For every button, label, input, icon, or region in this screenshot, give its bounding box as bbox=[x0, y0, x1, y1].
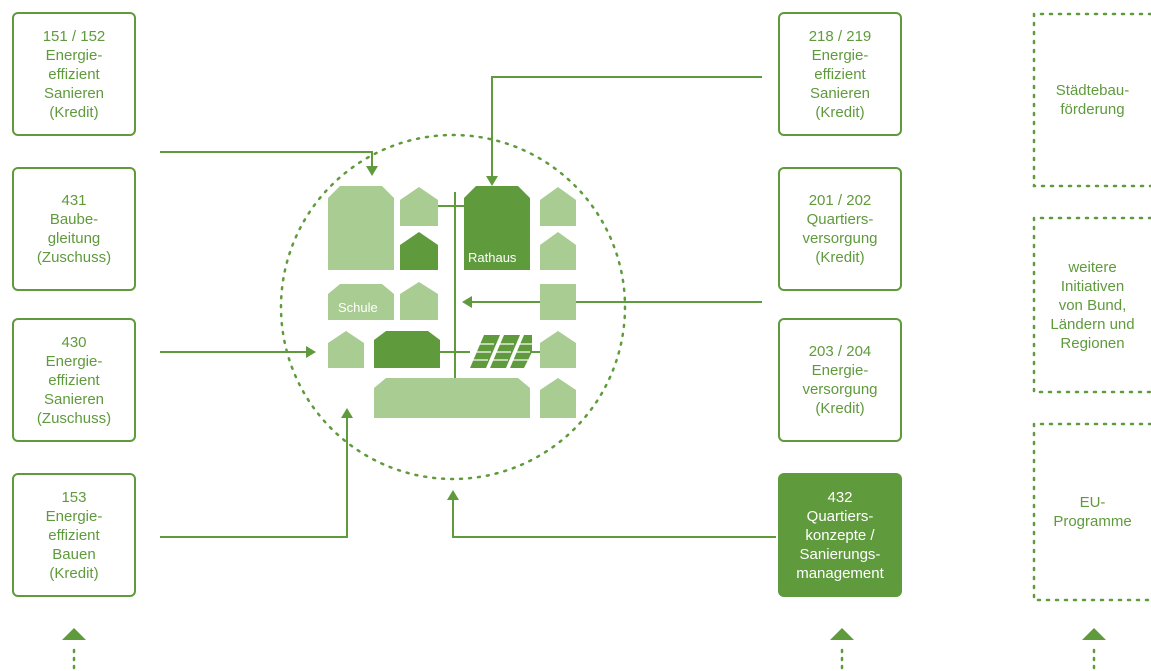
program-number: 151 / 152 bbox=[42, 27, 106, 45]
other-program-initiativen: weitere Initiativen von Bund, Ländern un… bbox=[1034, 218, 1151, 392]
arrowhead-icon bbox=[341, 408, 353, 418]
program-text: weitere bbox=[1068, 258, 1117, 276]
triangle-up-icon bbox=[1082, 628, 1106, 640]
program-text: Sanieren bbox=[43, 390, 105, 408]
program-type: (Kredit) bbox=[49, 103, 99, 121]
program-text: versorgung bbox=[802, 230, 878, 247]
program-box-201-202: 201 / 202 Quartiers- versorgung (Kredit) bbox=[778, 167, 902, 291]
program-number: 201 / 202 bbox=[808, 192, 872, 209]
program-number: 153 bbox=[61, 488, 87, 506]
program-box-153: 153 Energie- effizient Bauen (Kredit) bbox=[12, 473, 136, 597]
program-text: Energie- bbox=[45, 507, 103, 525]
program-text: Ländern und bbox=[1050, 315, 1135, 333]
other-program-staedtebau: Städtebau- förderung bbox=[1034, 14, 1151, 186]
program-number: 218 / 219 bbox=[808, 27, 872, 45]
rathaus-label: Rathaus bbox=[468, 250, 517, 265]
program-type: (Kredit) bbox=[815, 103, 865, 121]
program-number: 430 bbox=[61, 333, 87, 351]
program-text: konzepte / bbox=[805, 526, 875, 544]
building-icon bbox=[540, 331, 576, 368]
program-text: förderung bbox=[1060, 101, 1125, 118]
program-text: EU- bbox=[1079, 494, 1106, 511]
program-box-203-204: 203 / 204 Energie- versorgung (Kredit) bbox=[778, 318, 902, 442]
program-number: 203 / 204 bbox=[808, 343, 872, 360]
dotted-frame-eu bbox=[1032, 422, 1151, 602]
building-icon bbox=[328, 186, 394, 270]
building-icon bbox=[374, 378, 530, 418]
building-icon bbox=[400, 282, 438, 320]
building-icon bbox=[540, 284, 576, 320]
building-icon bbox=[540, 232, 576, 270]
program-text: Energie- bbox=[811, 46, 869, 64]
program-text: effizient bbox=[48, 371, 100, 389]
program-text: Städtebau- bbox=[1055, 82, 1130, 99]
program-text: Energie- bbox=[45, 46, 103, 64]
connector-151-152 bbox=[160, 151, 373, 166]
arrowhead-icon bbox=[306, 346, 316, 358]
program-text: effizient bbox=[48, 65, 100, 83]
building-icon bbox=[540, 187, 576, 226]
schule-building-icon bbox=[328, 284, 394, 320]
building-icon bbox=[400, 232, 438, 270]
program-text: Energie- bbox=[45, 352, 103, 370]
connector-218-219 bbox=[491, 76, 762, 176]
connector-153 bbox=[160, 418, 348, 538]
program-text: Bauen bbox=[52, 545, 96, 563]
program-text: gleitung bbox=[47, 230, 101, 247]
program-type: (Zuschuss) bbox=[36, 409, 112, 427]
program-text: management bbox=[796, 564, 884, 582]
arrowhead-icon bbox=[366, 166, 378, 176]
building-icon bbox=[328, 331, 364, 368]
program-text: Sanieren bbox=[809, 84, 871, 102]
program-text: Programme bbox=[1053, 513, 1132, 530]
arrowhead-icon bbox=[462, 296, 472, 308]
arrowhead-icon bbox=[486, 176, 498, 186]
program-type: (Kredit) bbox=[815, 400, 865, 417]
program-text: effizient bbox=[814, 65, 866, 83]
district-circle bbox=[279, 133, 627, 481]
building-icon bbox=[400, 187, 438, 226]
program-text: Initiativen bbox=[1060, 277, 1125, 295]
building-icon bbox=[374, 331, 440, 368]
arrowhead-icon bbox=[447, 490, 459, 500]
program-text: Quartiers- bbox=[806, 211, 874, 228]
program-box-430: 430 Energie- effizient Sanieren (Zuschus… bbox=[12, 318, 136, 442]
building-icon bbox=[540, 378, 576, 418]
triangle-up-icon bbox=[830, 628, 854, 640]
program-text: Regionen bbox=[1060, 334, 1125, 352]
program-text: Energie- bbox=[811, 362, 869, 379]
district-illustration bbox=[328, 186, 576, 418]
program-box-432: 432 Quartiers- konzepte / Sanierungs- ma… bbox=[778, 473, 902, 597]
program-text: Baube- bbox=[49, 211, 99, 228]
program-number: 431 bbox=[61, 192, 87, 209]
program-box-431: 431 Baube- gleitung (Zuschuss) bbox=[12, 167, 136, 291]
program-type: (Zuschuss) bbox=[36, 249, 112, 266]
other-program-eu: EU- Programme bbox=[1034, 424, 1151, 600]
connector-432 bbox=[452, 500, 776, 538]
program-box-151-152: 151 / 152 Energie- effizient Sanieren (K… bbox=[12, 12, 136, 136]
program-type: (Kredit) bbox=[815, 249, 865, 266]
program-text: Sanierungs- bbox=[799, 545, 881, 563]
program-number: 432 bbox=[827, 488, 853, 506]
program-text: effizient bbox=[48, 526, 100, 544]
program-type: (Kredit) bbox=[49, 564, 99, 582]
program-text: versorgung bbox=[802, 381, 878, 398]
rathaus-building-icon bbox=[464, 186, 530, 270]
triangle-up-icon bbox=[62, 628, 86, 640]
program-text: von Bund, bbox=[1058, 296, 1127, 314]
program-text: Quartiers- bbox=[806, 507, 874, 525]
program-box-218-219: 218 / 219 Energie- effizient Sanieren (K… bbox=[778, 12, 902, 136]
program-text: Sanieren bbox=[43, 84, 105, 102]
schule-label: Schule bbox=[338, 300, 378, 315]
